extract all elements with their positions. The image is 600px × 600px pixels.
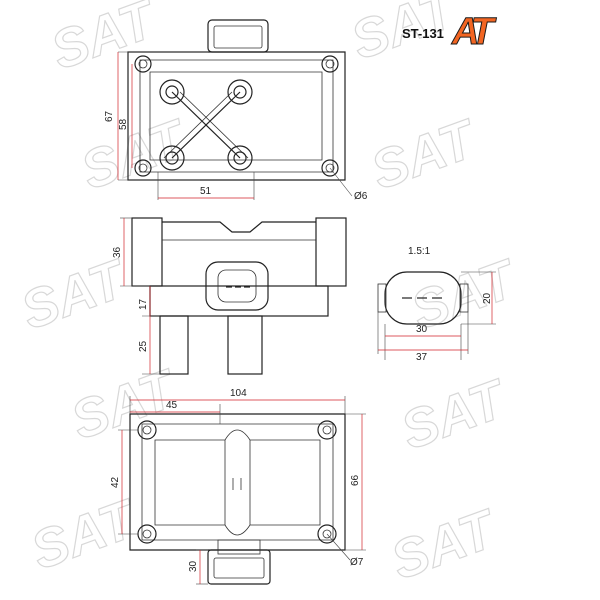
connector-detail: 1.5:1 20 30 37 [377, 246, 496, 363]
watermark: SAT [24, 488, 146, 581]
bottom-view: 104 45 42 66 30 Ø7 [110, 388, 366, 585]
bottom-height-right-label: 66 [350, 474, 361, 486]
watermark: SAT [14, 248, 136, 341]
side-leg-height-label: 25 [138, 340, 149, 352]
top-view: 67 58 51 Ø6 [104, 19, 368, 202]
bottom-hole-diameter-label: Ø7 [350, 557, 364, 568]
watermark: SAT [44, 0, 166, 81]
bottom-tab-height-label: 30 [188, 560, 199, 572]
watermark-layer: SAT SAT SAT SAT SAT SAT SAT SAT SAT SAT [13, 0, 526, 592]
top-height-outer-label: 67 [104, 110, 115, 122]
brand-logo: AT [451, 11, 504, 54]
part-code: ST-131 [402, 26, 444, 41]
connector-height-label: 20 [482, 292, 493, 304]
watermark: SAT [364, 108, 486, 201]
side-view: 36 17 25 [112, 217, 347, 375]
connector-width-outer-label: 37 [416, 352, 428, 363]
bottom-overall-width-label: 104 [230, 388, 247, 399]
top-height-inner-label: 58 [118, 118, 129, 130]
side-connector-offset-label: 17 [138, 298, 149, 310]
connector-width-inner-label: 30 [416, 324, 428, 335]
bottom-height-left-label: 42 [110, 476, 121, 488]
top-width-label: 51 [200, 186, 212, 197]
watermark: SAT [384, 498, 506, 591]
side-body-height-label: 36 [112, 246, 123, 258]
bottom-half-width-label: 45 [166, 400, 178, 411]
connector-scale-label: 1.5:1 [408, 246, 431, 257]
watermark: SAT [394, 368, 516, 461]
brand-logo-text: AT [451, 11, 497, 53]
top-hole-diameter-label: Ø6 [354, 191, 368, 202]
